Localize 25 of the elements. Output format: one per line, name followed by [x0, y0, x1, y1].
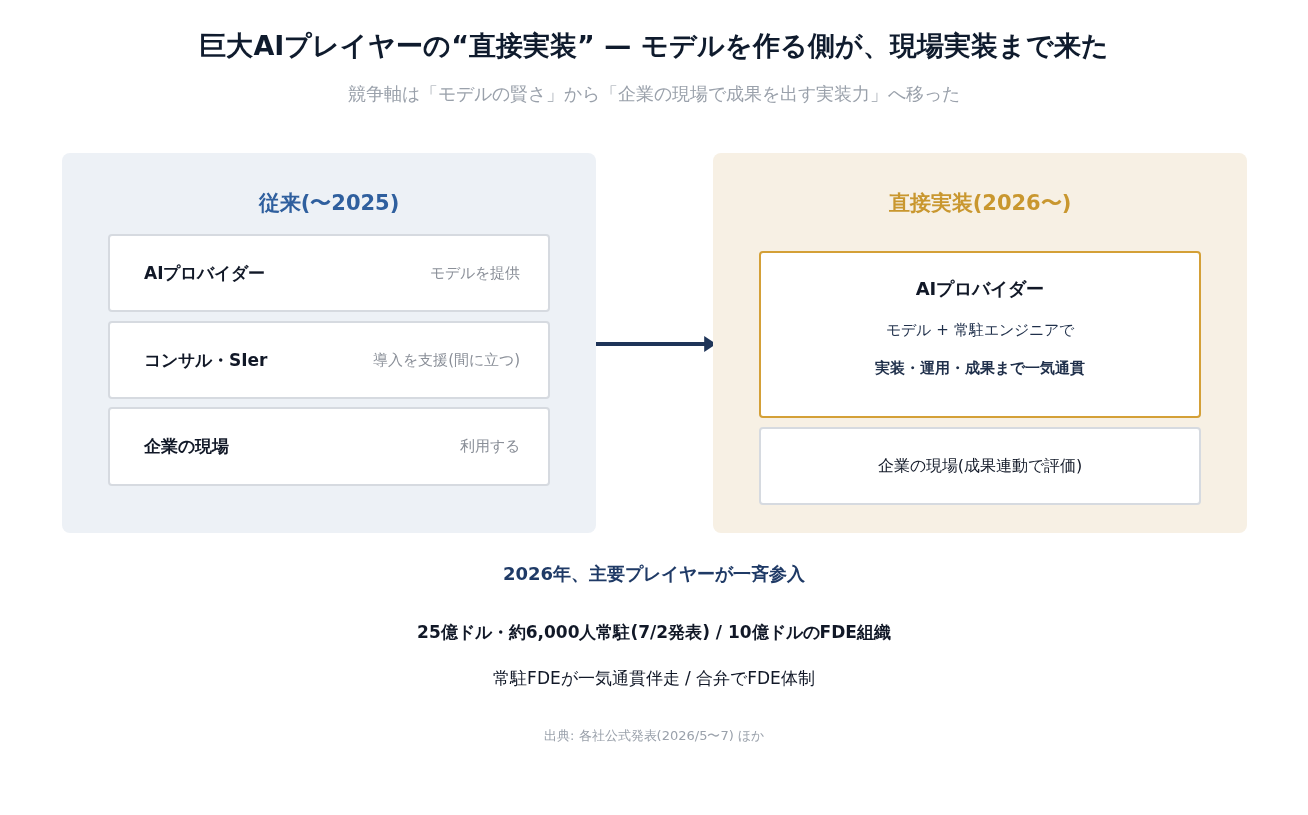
role-description: モデルを提供 — [430, 263, 520, 284]
role-description: モデル + 常駐エンジニアで — [885, 321, 1075, 340]
role-description: 導入を支援(間に立つ) — [373, 350, 520, 371]
note-text: 常駐FDEが一気通貫伴走 / 合弁でFDE体制 — [492, 667, 816, 690]
section-heading: 2026年、主要プレイヤーが一斉参入 — [501, 562, 807, 586]
role-card — [108, 407, 550, 486]
role-name: コンサル・SIer — [144, 349, 268, 372]
title: 巨大AIプレイヤーの“直接実装” — モデルを作る側が、現場実装まで来た — [198, 29, 1110, 63]
role-card — [108, 321, 550, 399]
role-name: AIプロバイダー — [914, 277, 1046, 301]
role-card — [108, 234, 550, 312]
role-name: 企業の現場(成果連動で評価) — [876, 455, 1084, 477]
role-description: 利用する — [460, 436, 520, 457]
role-card — [759, 251, 1201, 418]
panel — [713, 153, 1247, 533]
panel-heading: 直接実装(2026〜) — [887, 190, 1073, 217]
panel — [62, 153, 596, 533]
panel-heading: 従来(〜2025) — [257, 190, 401, 217]
source-note: 出典: 各社公式発表(2026/5〜7) ほか — [543, 727, 765, 745]
role-name: AIプロバイダー — [144, 262, 266, 285]
note-text: 25億ドル・約6,000人常駐(7/2発表) / 10億ドルのFDE組織 — [416, 621, 892, 644]
role-card — [759, 427, 1201, 505]
subtitle: 競争軸は「モデルの賢さ」から「企業の現場で成果を出す実装力」へ移った — [347, 82, 961, 106]
role-name: 企業の現場 — [144, 435, 229, 458]
role-description: 実装・運用・成果まで一気通貫 — [874, 359, 1086, 378]
